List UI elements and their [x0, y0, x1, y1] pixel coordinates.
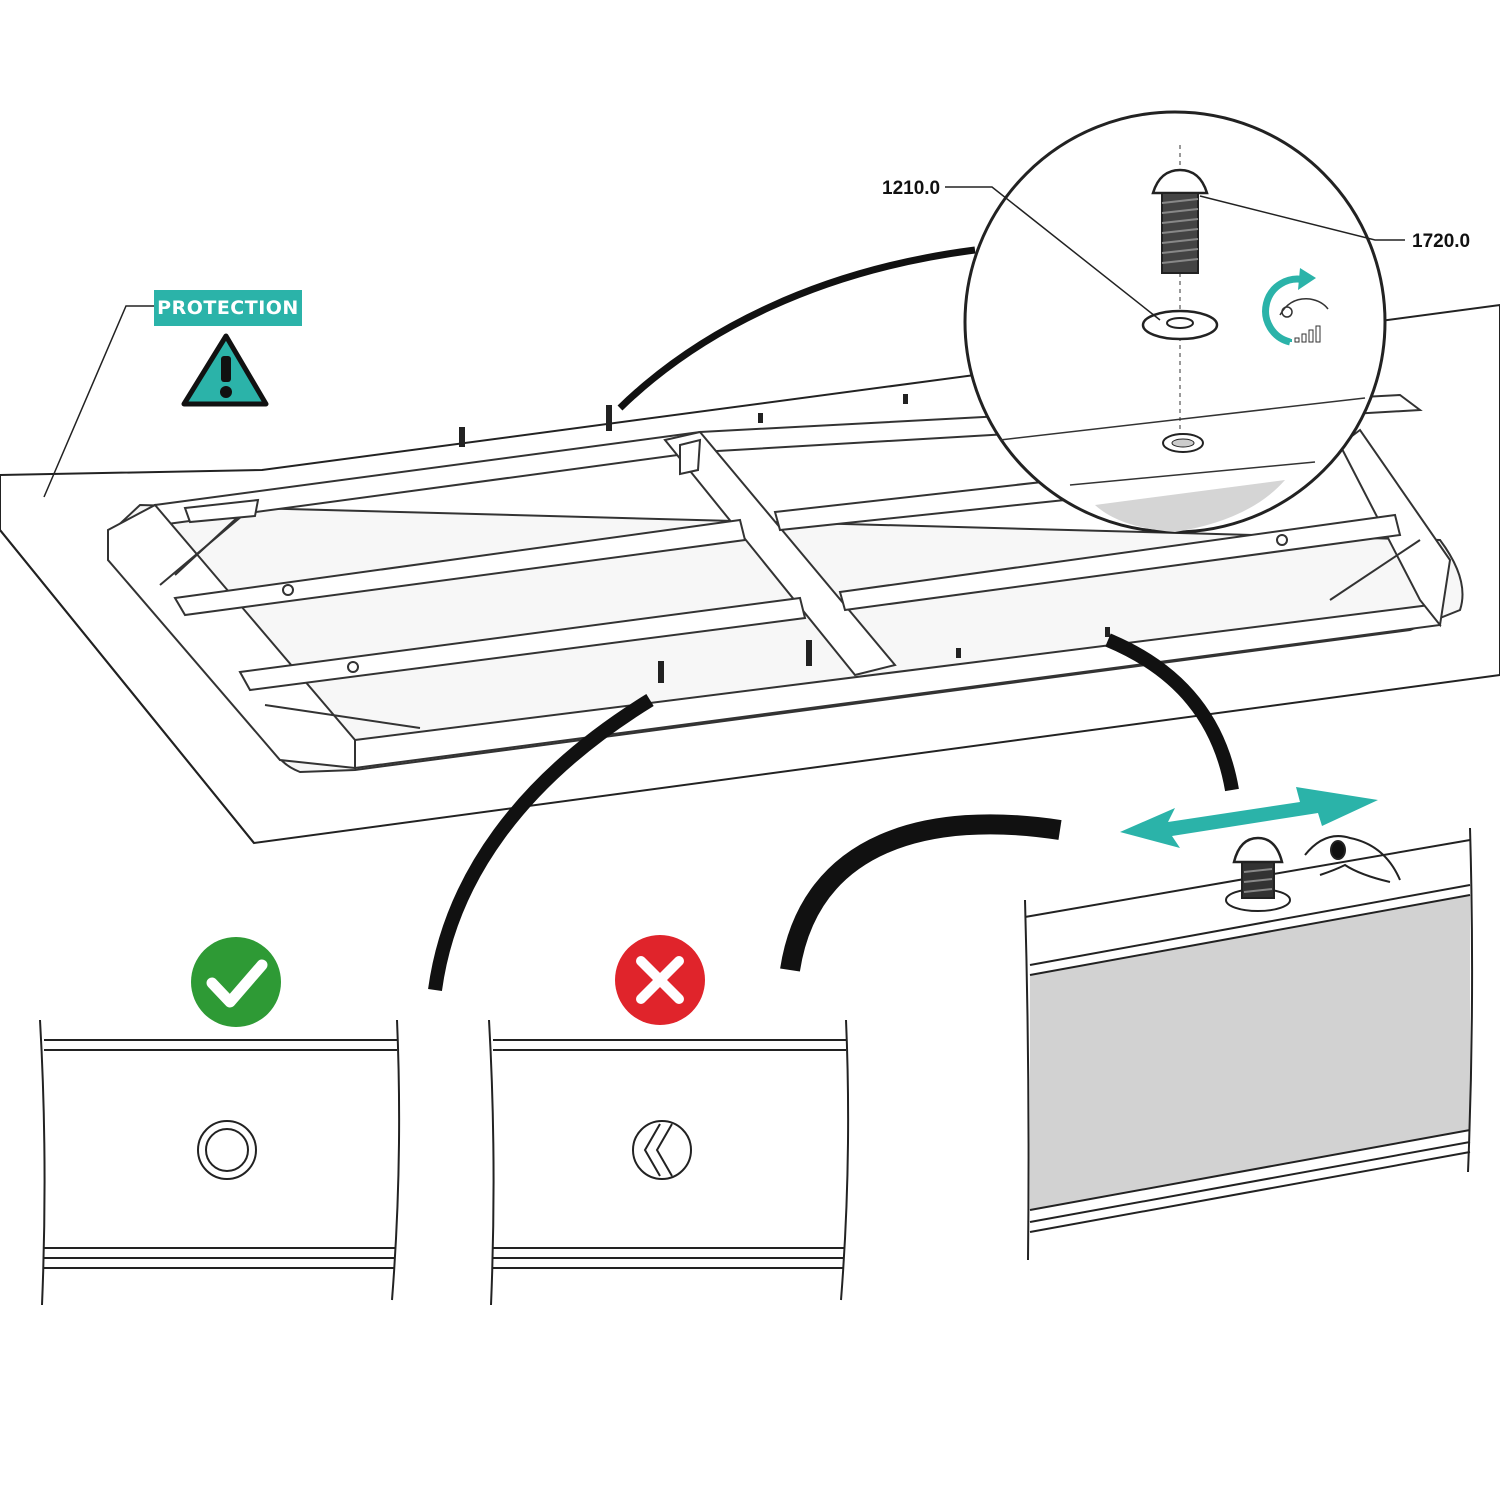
correct-hole-panel: [39, 1019, 401, 1306]
cross-icon: [615, 935, 705, 1025]
protection-leader-line: [43, 305, 154, 498]
callout-washer: 1210.0: [882, 178, 940, 199]
zoom-leader-top: [617, 246, 976, 411]
callout-bolt: 1720.0: [1412, 231, 1470, 252]
hand-icon: [1304, 835, 1401, 883]
frame-bolts: [459, 394, 1110, 683]
zoom-leader-right: [1105, 633, 1239, 792]
frame-holes: [282, 534, 1288, 673]
bolt-detail-circle: [945, 110, 1405, 534]
leader-bottom-left: [428, 694, 654, 991]
warning-triangle-icon: [181, 333, 269, 407]
protection-label: PROTECTION: [154, 290, 302, 326]
leader-bottom-mid: [780, 814, 1062, 972]
tighten-rotation-icon: [1262, 268, 1329, 346]
bolt-part: [1151, 168, 1209, 195]
double-arrow-icon: [1120, 787, 1378, 848]
bolt-slide-panel: [1024, 827, 1474, 1261]
incorrect-hole-panel: [488, 1019, 850, 1306]
checkmark-icon: [191, 937, 281, 1027]
